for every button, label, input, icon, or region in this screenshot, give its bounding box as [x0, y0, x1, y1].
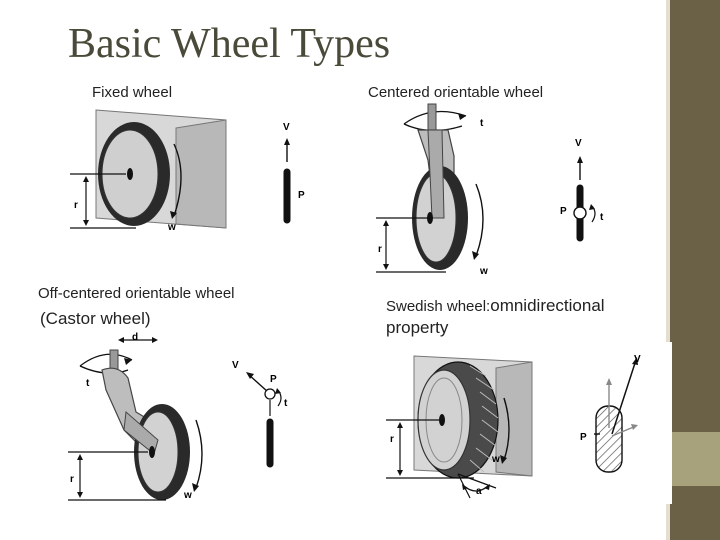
castor-wheel-rotation-arrow [195, 419, 203, 489]
centered-wheel-label-w: w [479, 266, 488, 277]
caption-swedish-lead: Swedish wheel: [386, 298, 491, 315]
centered-wheel-label-t2: t [600, 212, 604, 223]
swedish-wheel-rotation-arrow [503, 397, 510, 461]
castor-wheel-steer-arrow [79, 353, 133, 367]
castor-wheel-label-p: P [270, 374, 277, 385]
slide-title: Basic Wheel Types [68, 21, 391, 67]
fixed-wheel-diagram: r w V P [66, 104, 316, 238]
caption-castor-wheel: (Castor wheel) [40, 309, 151, 328]
swedish-wheel-diagram: r w a V P [384, 342, 672, 504]
fixed-wheel-hub [127, 168, 133, 180]
centered-wheel-label-r: r [378, 244, 382, 255]
sidebar-accent-block [670, 432, 720, 486]
centered-wheel-rotation-arrow [475, 183, 484, 257]
castor-wheel-hub [149, 446, 155, 458]
sidebar-light-strip [666, 0, 670, 540]
fixed-wheel-rotation-arrow [173, 143, 182, 217]
swedish-wheel-velocity-arrow [611, 359, 637, 435]
castor-wheel-label-t: t [86, 378, 90, 389]
fixed-wheel-label-w: w [167, 222, 176, 233]
centered-wheel-label-t: t [480, 118, 484, 129]
castor-wheel-label-w: w [183, 490, 192, 501]
swedish-wheel-hub [439, 414, 445, 426]
fixed-wheel-label-p: P [298, 190, 305, 201]
swedish-wheel-label-v: V [634, 354, 641, 365]
caption-swedish-wheel: Swedish wheel:omnidirectional [386, 296, 605, 316]
swedish-wheel-label-w: w [491, 454, 500, 465]
centered-wheel-label-p: P [560, 206, 567, 217]
castor-wheel-label-t2: t [284, 398, 288, 409]
caption-off-centered-wheel: Off-centered orientable wheel [38, 285, 235, 302]
swedish-wheel-label-r: r [390, 434, 394, 445]
fixed-wheel-side-plate [175, 119, 227, 229]
swedish-wheel-label-p: P [580, 432, 587, 443]
castor-wheel-diagram: d t r w V P t [66, 330, 302, 506]
swedish-wheel-label-a: a [476, 486, 482, 497]
centered-orientable-wheel-diagram: t r w V P t [370, 100, 666, 280]
caption-centered-orientable-wheel: Centered orientable wheel [368, 84, 544, 101]
caption-swedish-property: property [386, 318, 449, 337]
caption-fixed-wheel: Fixed wheel [92, 84, 173, 101]
castor-wheel-label-r: r [70, 474, 74, 485]
fixed-wheel-label-r: r [74, 200, 78, 211]
centered-wheel-pivot-point [573, 206, 587, 220]
swedish-wheel-rollers [469, 365, 499, 473]
caption-swedish-tail: omnidirectional [490, 296, 605, 315]
castor-wheel-label-v: V [232, 360, 239, 371]
castor-wheel-pivot-point [264, 388, 276, 400]
fixed-wheel-label-v: V [283, 122, 290, 133]
centered-wheel-hub [427, 212, 433, 224]
centered-wheel-label-v: V [575, 138, 582, 149]
castor-wheel-label-d: d [132, 332, 138, 343]
